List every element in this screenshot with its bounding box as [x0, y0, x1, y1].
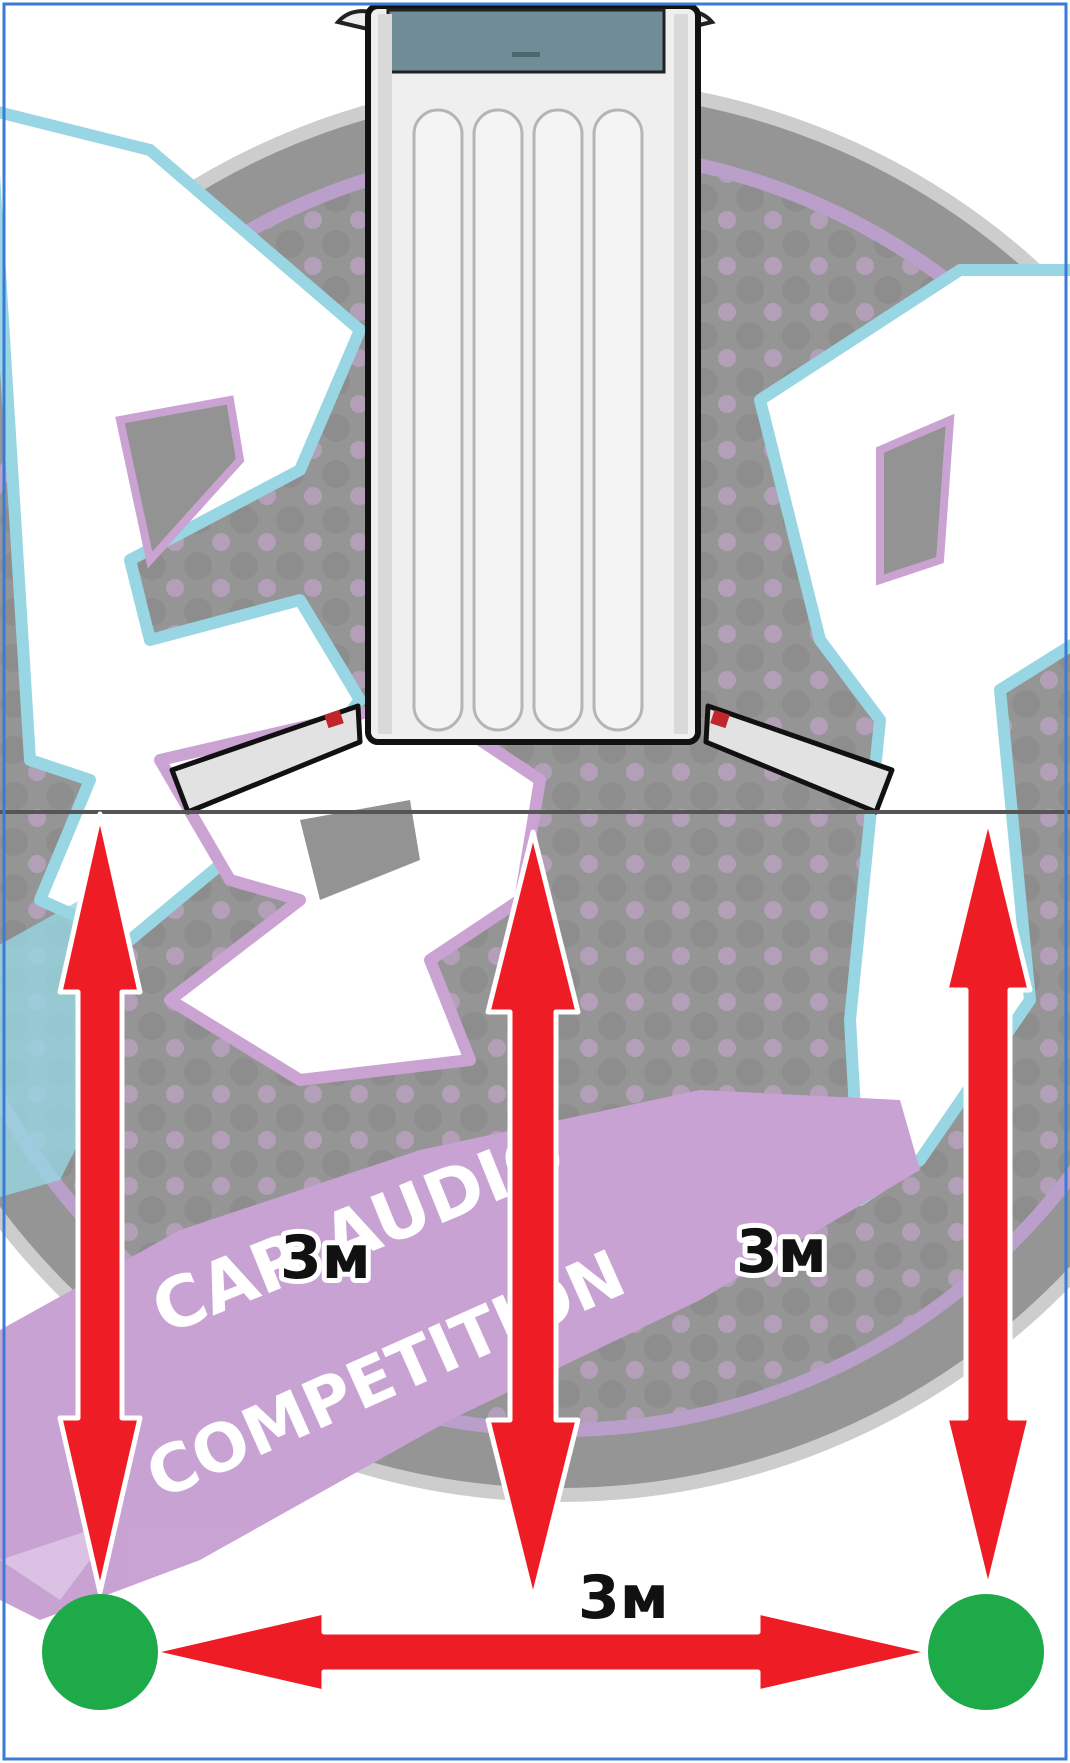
bottom-distance-label: 3м: [578, 1563, 669, 1633]
right-marker-icon: [928, 1594, 1044, 1710]
left-distance-label: 3м: [280, 1223, 371, 1293]
left-marker-icon: [42, 1594, 158, 1710]
right-distance-label: 3м: [736, 1217, 827, 1287]
vehicle-rear-line: [0, 810, 1070, 814]
